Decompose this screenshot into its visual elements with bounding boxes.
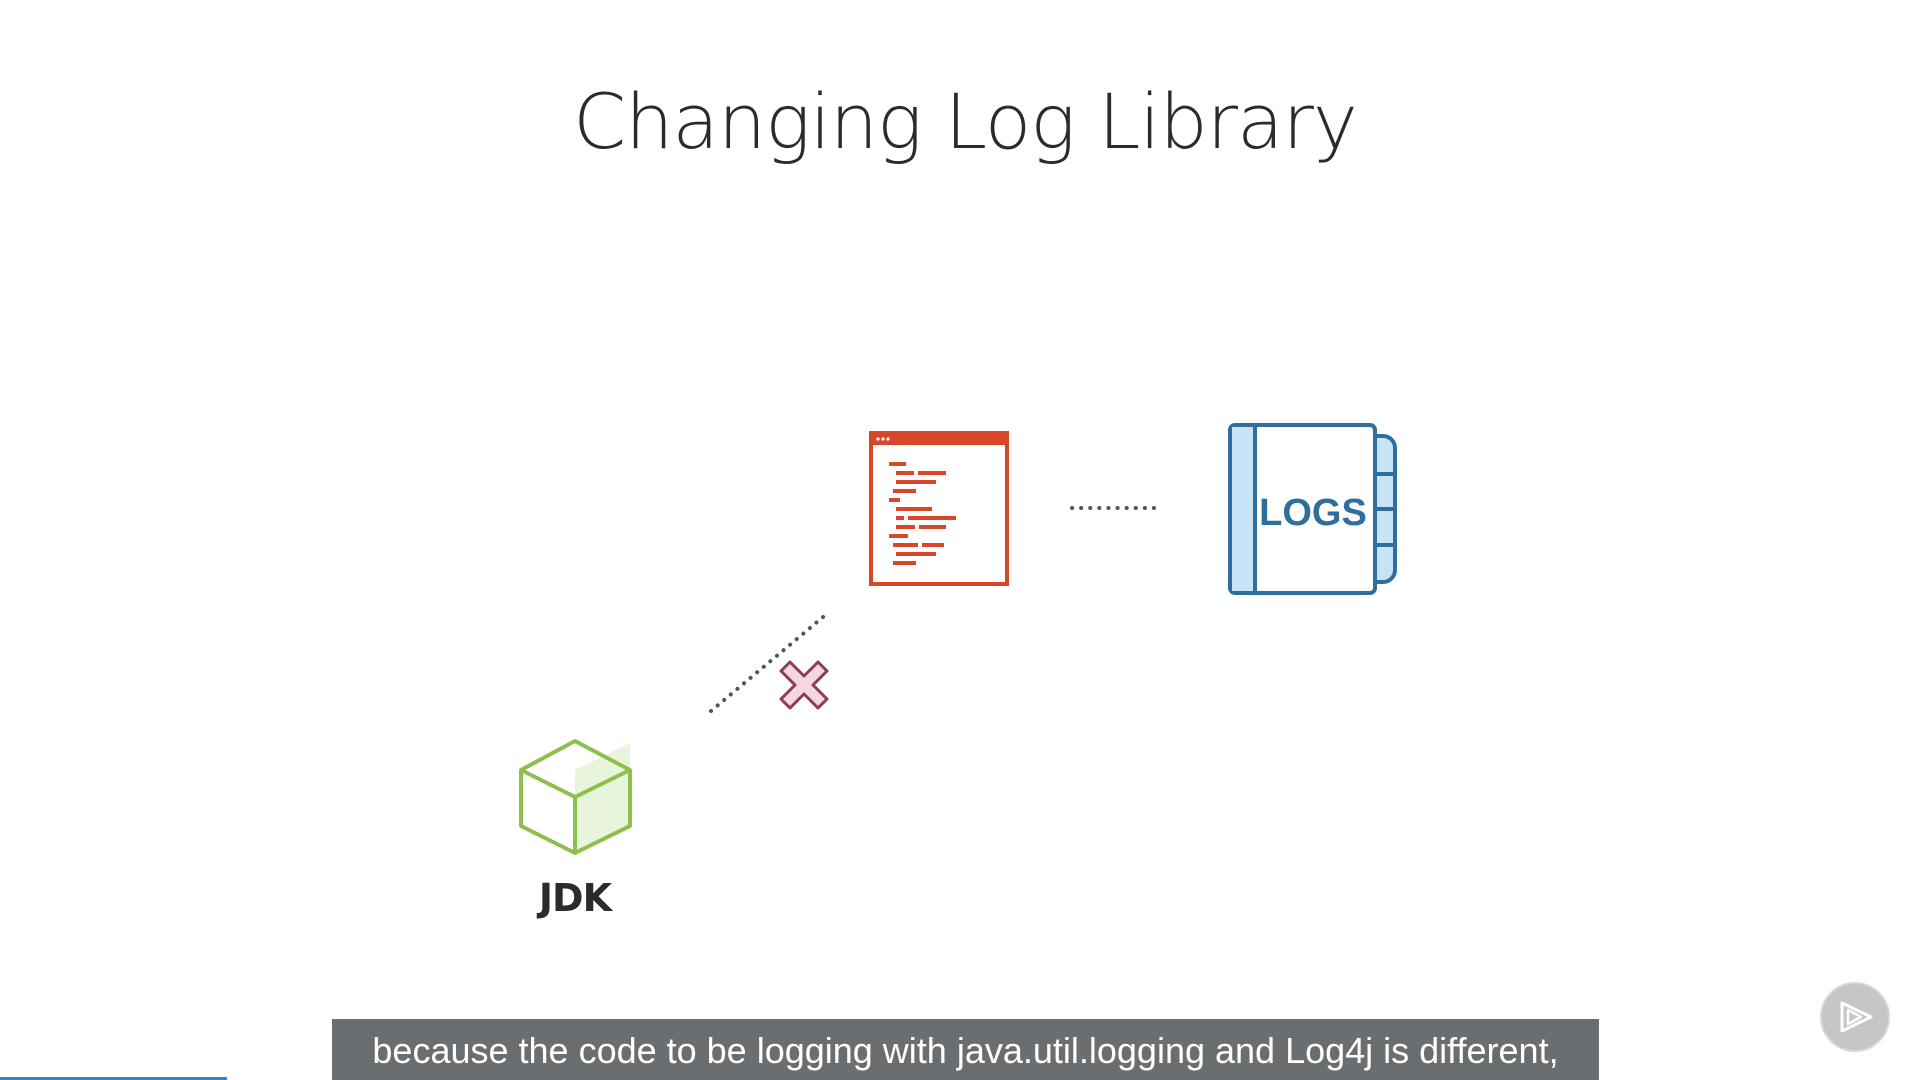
logs-book-label: LOGS (1259, 492, 1367, 534)
cube-icon (519, 739, 632, 855)
slide-title: Changing Log Library (573, 77, 1358, 166)
progress-bar[interactable] (0, 1077, 1920, 1080)
jdk-label: JDK (538, 876, 612, 920)
caption-bar: because the code to be logging with java… (332, 1019, 1599, 1080)
play-icon (1840, 1001, 1873, 1033)
code-window-icon (869, 431, 1009, 586)
cross-icon (779, 660, 829, 710)
logs-book-icon: LOGS (1228, 423, 1397, 595)
jdk-to-code-connector (709, 610, 831, 713)
play-button[interactable] (1820, 982, 1890, 1052)
progress-fill (0, 1077, 227, 1080)
caption-text: because the code to be logging with java… (372, 1030, 1559, 1071)
